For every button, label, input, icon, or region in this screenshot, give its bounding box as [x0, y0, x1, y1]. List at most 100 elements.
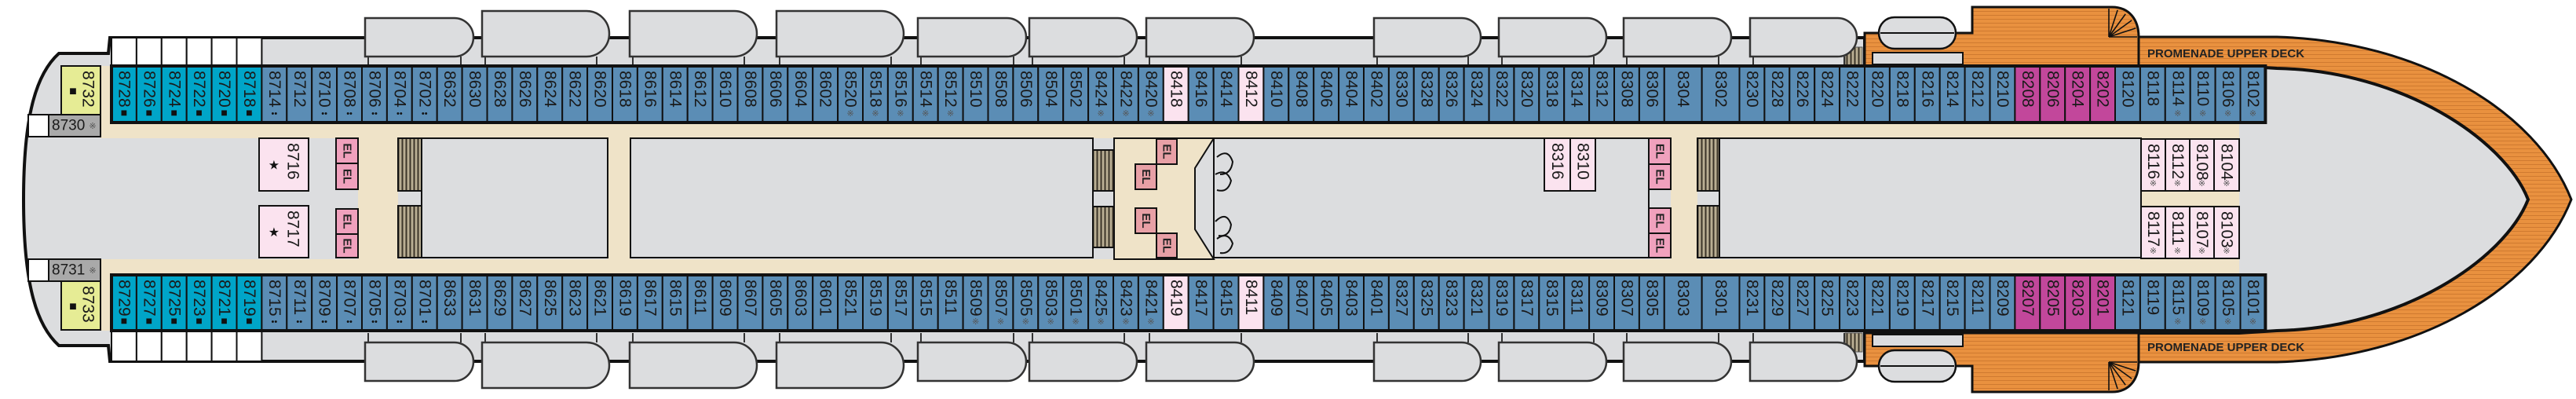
cabin-8226[interactable]: 8226 — [1789, 65, 1816, 124]
cabin-8712[interactable]: 8712 — [286, 65, 313, 124]
cabin-8220[interactable]: 8220 — [1864, 65, 1891, 124]
cabin-8731[interactable]: 8731※ — [48, 258, 101, 282]
cabin-8619[interactable]: 8619 — [612, 273, 638, 331]
cabin-8521[interactable]: 8521 — [837, 273, 864, 331]
cabin-8715[interactable]: 8715•• — [261, 273, 288, 331]
cabin-8306[interactable]: 8306 — [1638, 65, 1665, 124]
cabin-8101[interactable]: 8101※ — [2239, 273, 2267, 331]
cabin-8502[interactable]: 8502 — [1062, 65, 1090, 124]
cabin-8420[interactable]: 8420※ — [1137, 65, 1164, 124]
cabin-8206[interactable]: 8206 — [2039, 65, 2066, 124]
cabin-8618[interactable]: 8618 — [612, 65, 638, 124]
cabin-8405[interactable]: 8405 — [1313, 273, 1340, 331]
cabin-8701[interactable]: 8701•• — [411, 273, 438, 331]
cabin-8704[interactable]: 8704•• — [385, 65, 413, 124]
cabin-8204[interactable]: 8204 — [2064, 65, 2092, 124]
cabin-8733[interactable]: 8733■ — [60, 280, 101, 331]
cabin-8605[interactable]: 8605 — [762, 273, 789, 331]
cabin-8626[interactable]: 8626 — [511, 65, 539, 124]
cabin-8106[interactable]: 8106※ — [2214, 65, 2242, 124]
cabin-8311[interactable]: 8311 — [1563, 273, 1591, 331]
cabin-8228[interactable]: 8228 — [1763, 65, 1791, 124]
cabin-8120[interactable]: 8120 — [2114, 65, 2141, 124]
cabin-8319[interactable]: 8319 — [1488, 273, 1515, 331]
cabin-8302[interactable]: 8302 — [1701, 65, 1741, 124]
cabin-8110[interactable]: 8110※ — [2189, 65, 2216, 124]
cabin-8102[interactable]: 8102※ — [2239, 65, 2267, 124]
cabin-8501[interactable]: 8501※ — [1062, 273, 1090, 331]
cabin-8511[interactable]: 8511 — [937, 273, 964, 331]
cabin-8423[interactable]: 8423※ — [1113, 273, 1139, 331]
cabin-8505[interactable]: 8505※ — [1012, 273, 1040, 331]
cabin-8118[interactable]: 8118 — [2139, 65, 2166, 124]
cabin-8503[interactable]: 8503※ — [1037, 273, 1065, 331]
cabin-8207[interactable]: 8207 — [2014, 273, 2041, 331]
cabin-8321[interactable]: 8321 — [1463, 273, 1490, 331]
cabin-8404[interactable]: 8404 — [1338, 65, 1365, 124]
cabin-8221[interactable]: 8221 — [1864, 273, 1891, 331]
cabin-8105[interactable]: 8105※ — [2214, 273, 2242, 331]
cabin-8227[interactable]: 8227 — [1789, 273, 1816, 331]
cabin-8325[interactable]: 8325 — [1412, 273, 1440, 331]
cabin-8231[interactable]: 8231 — [1738, 273, 1766, 331]
cabin-8606[interactable]: 8606 — [762, 65, 789, 124]
cabin-8214[interactable]: 8214 — [1938, 65, 1966, 124]
cabin-8506[interactable]: 8506 — [1012, 65, 1040, 124]
cabin-8301[interactable]: 8301 — [1701, 273, 1741, 331]
cabin-8201[interactable]: 8201 — [2089, 273, 2117, 331]
cabin-8202[interactable]: 8202 — [2089, 65, 2117, 124]
cabin-8412[interactable]: 8412 — [1237, 65, 1265, 124]
cabin-8627[interactable]: 8627 — [511, 273, 539, 331]
cabin-8222[interactable]: 8222 — [1839, 65, 1866, 124]
cabin-8210[interactable]: 8210 — [1989, 65, 2016, 124]
cabin-8316[interactable]: 8316 — [1544, 137, 1571, 192]
cabin-8419[interactable]: 8419 — [1162, 273, 1189, 331]
cabin-8520[interactable]: 8520※ — [837, 65, 864, 124]
cabin-8304[interactable]: 8304 — [1663, 65, 1703, 124]
cabin-8411[interactable]: 8411 — [1237, 273, 1265, 331]
cabin-8714[interactable]: 8714•• — [261, 65, 288, 124]
cabin-8607[interactable]: 8607 — [736, 273, 764, 331]
cabin-8224[interactable]: 8224 — [1814, 65, 1841, 124]
cabin-8327[interactable]: 8327 — [1387, 273, 1415, 331]
cabin-8424[interactable]: 8424※ — [1087, 65, 1114, 124]
cabin-8317[interactable]: 8317 — [1513, 273, 1540, 331]
cabin-8421[interactable]: 8421※ — [1137, 273, 1164, 331]
cabin-8632[interactable]: 8632 — [436, 65, 463, 124]
cabin-8418[interactable]: 8418 — [1162, 65, 1189, 124]
cabin-8703[interactable]: 8703•• — [385, 273, 413, 331]
cabin-8519[interactable]: 8519 — [862, 273, 889, 331]
cabin-8727[interactable]: 8727■ — [135, 273, 163, 331]
cabin-8229[interactable]: 8229 — [1763, 273, 1791, 331]
cabin-8508[interactable]: 8508 — [987, 65, 1014, 124]
cabin-8121[interactable]: 8121 — [2114, 273, 2141, 331]
cabin-8108[interactable]: 8108※ — [2189, 138, 2215, 192]
cabin-8718[interactable]: 8718■ — [236, 65, 263, 124]
cabin-8318[interactable]: 8318 — [1538, 65, 1566, 124]
cabin-8708[interactable]: 8708•• — [336, 65, 364, 124]
cabin-8730[interactable]: 8730※ — [48, 114, 101, 137]
cabin-8416[interactable]: 8416 — [1187, 65, 1215, 124]
cabin-8403[interactable]: 8403 — [1338, 273, 1365, 331]
cabin-8309[interactable]: 8309 — [1588, 273, 1615, 331]
cabin-8212[interactable]: 8212 — [1964, 65, 1991, 124]
cabin-8203[interactable]: 8203 — [2064, 273, 2092, 331]
cabin-8616[interactable]: 8616 — [636, 65, 663, 124]
cabin-8116[interactable]: 8116※ — [2140, 138, 2166, 192]
cabin-8414[interactable]: 8414 — [1212, 65, 1240, 124]
cabin-8604[interactable]: 8604 — [787, 65, 814, 124]
cabin-8717[interactable]: 8717★ — [258, 205, 309, 258]
cabin-8702[interactable]: 8702•• — [411, 65, 438, 124]
cabin-8330[interactable]: 8330 — [1387, 65, 1415, 124]
cabin-8408[interactable]: 8408 — [1288, 65, 1315, 124]
cabin-8305[interactable]: 8305 — [1638, 273, 1665, 331]
cabin-8315[interactable]: 8315 — [1538, 273, 1566, 331]
cabin-8230[interactable]: 8230 — [1738, 65, 1766, 124]
cabin-8729[interactable]: 8729■ — [111, 273, 137, 331]
cabin-8723[interactable]: 8723■ — [185, 273, 213, 331]
cabin-8614[interactable]: 8614 — [661, 65, 689, 124]
cabin-8308[interactable]: 8308 — [1613, 65, 1640, 124]
cabin-8633[interactable]: 8633 — [436, 273, 463, 331]
cabin-8303[interactable]: 8303 — [1663, 273, 1703, 331]
cabin-8601[interactable]: 8601 — [812, 273, 839, 331]
